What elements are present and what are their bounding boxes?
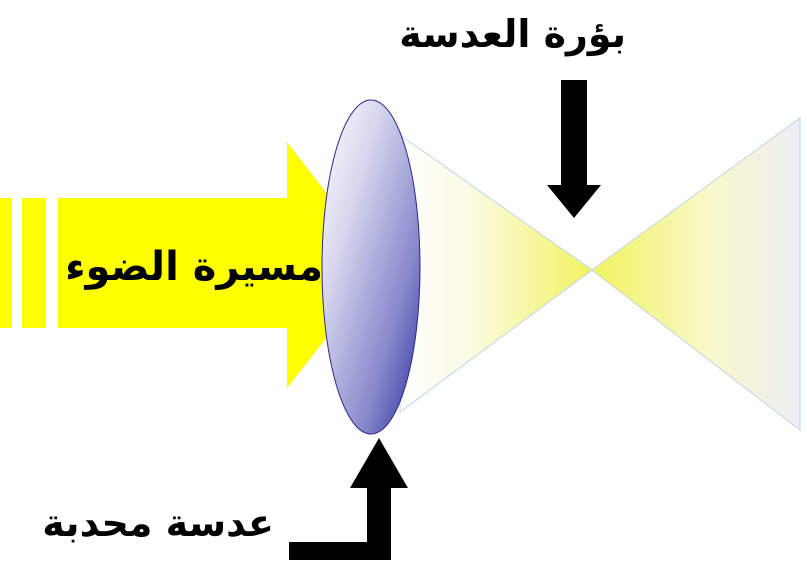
light-stripe [22,198,46,328]
light-path-label: مسيرة الضوء [65,244,323,290]
diverging-light-cone [591,117,801,432]
convex-lens [321,99,421,435]
lens-focus-label: بؤرة العدسة [399,12,626,56]
lens-pointer-arrow [289,438,408,560]
light-stripe [0,198,12,328]
convex-lens-label: عدسة محدبة [42,501,274,545]
light-path-arrow [58,142,383,388]
focus-pointer-arrow [547,80,601,218]
